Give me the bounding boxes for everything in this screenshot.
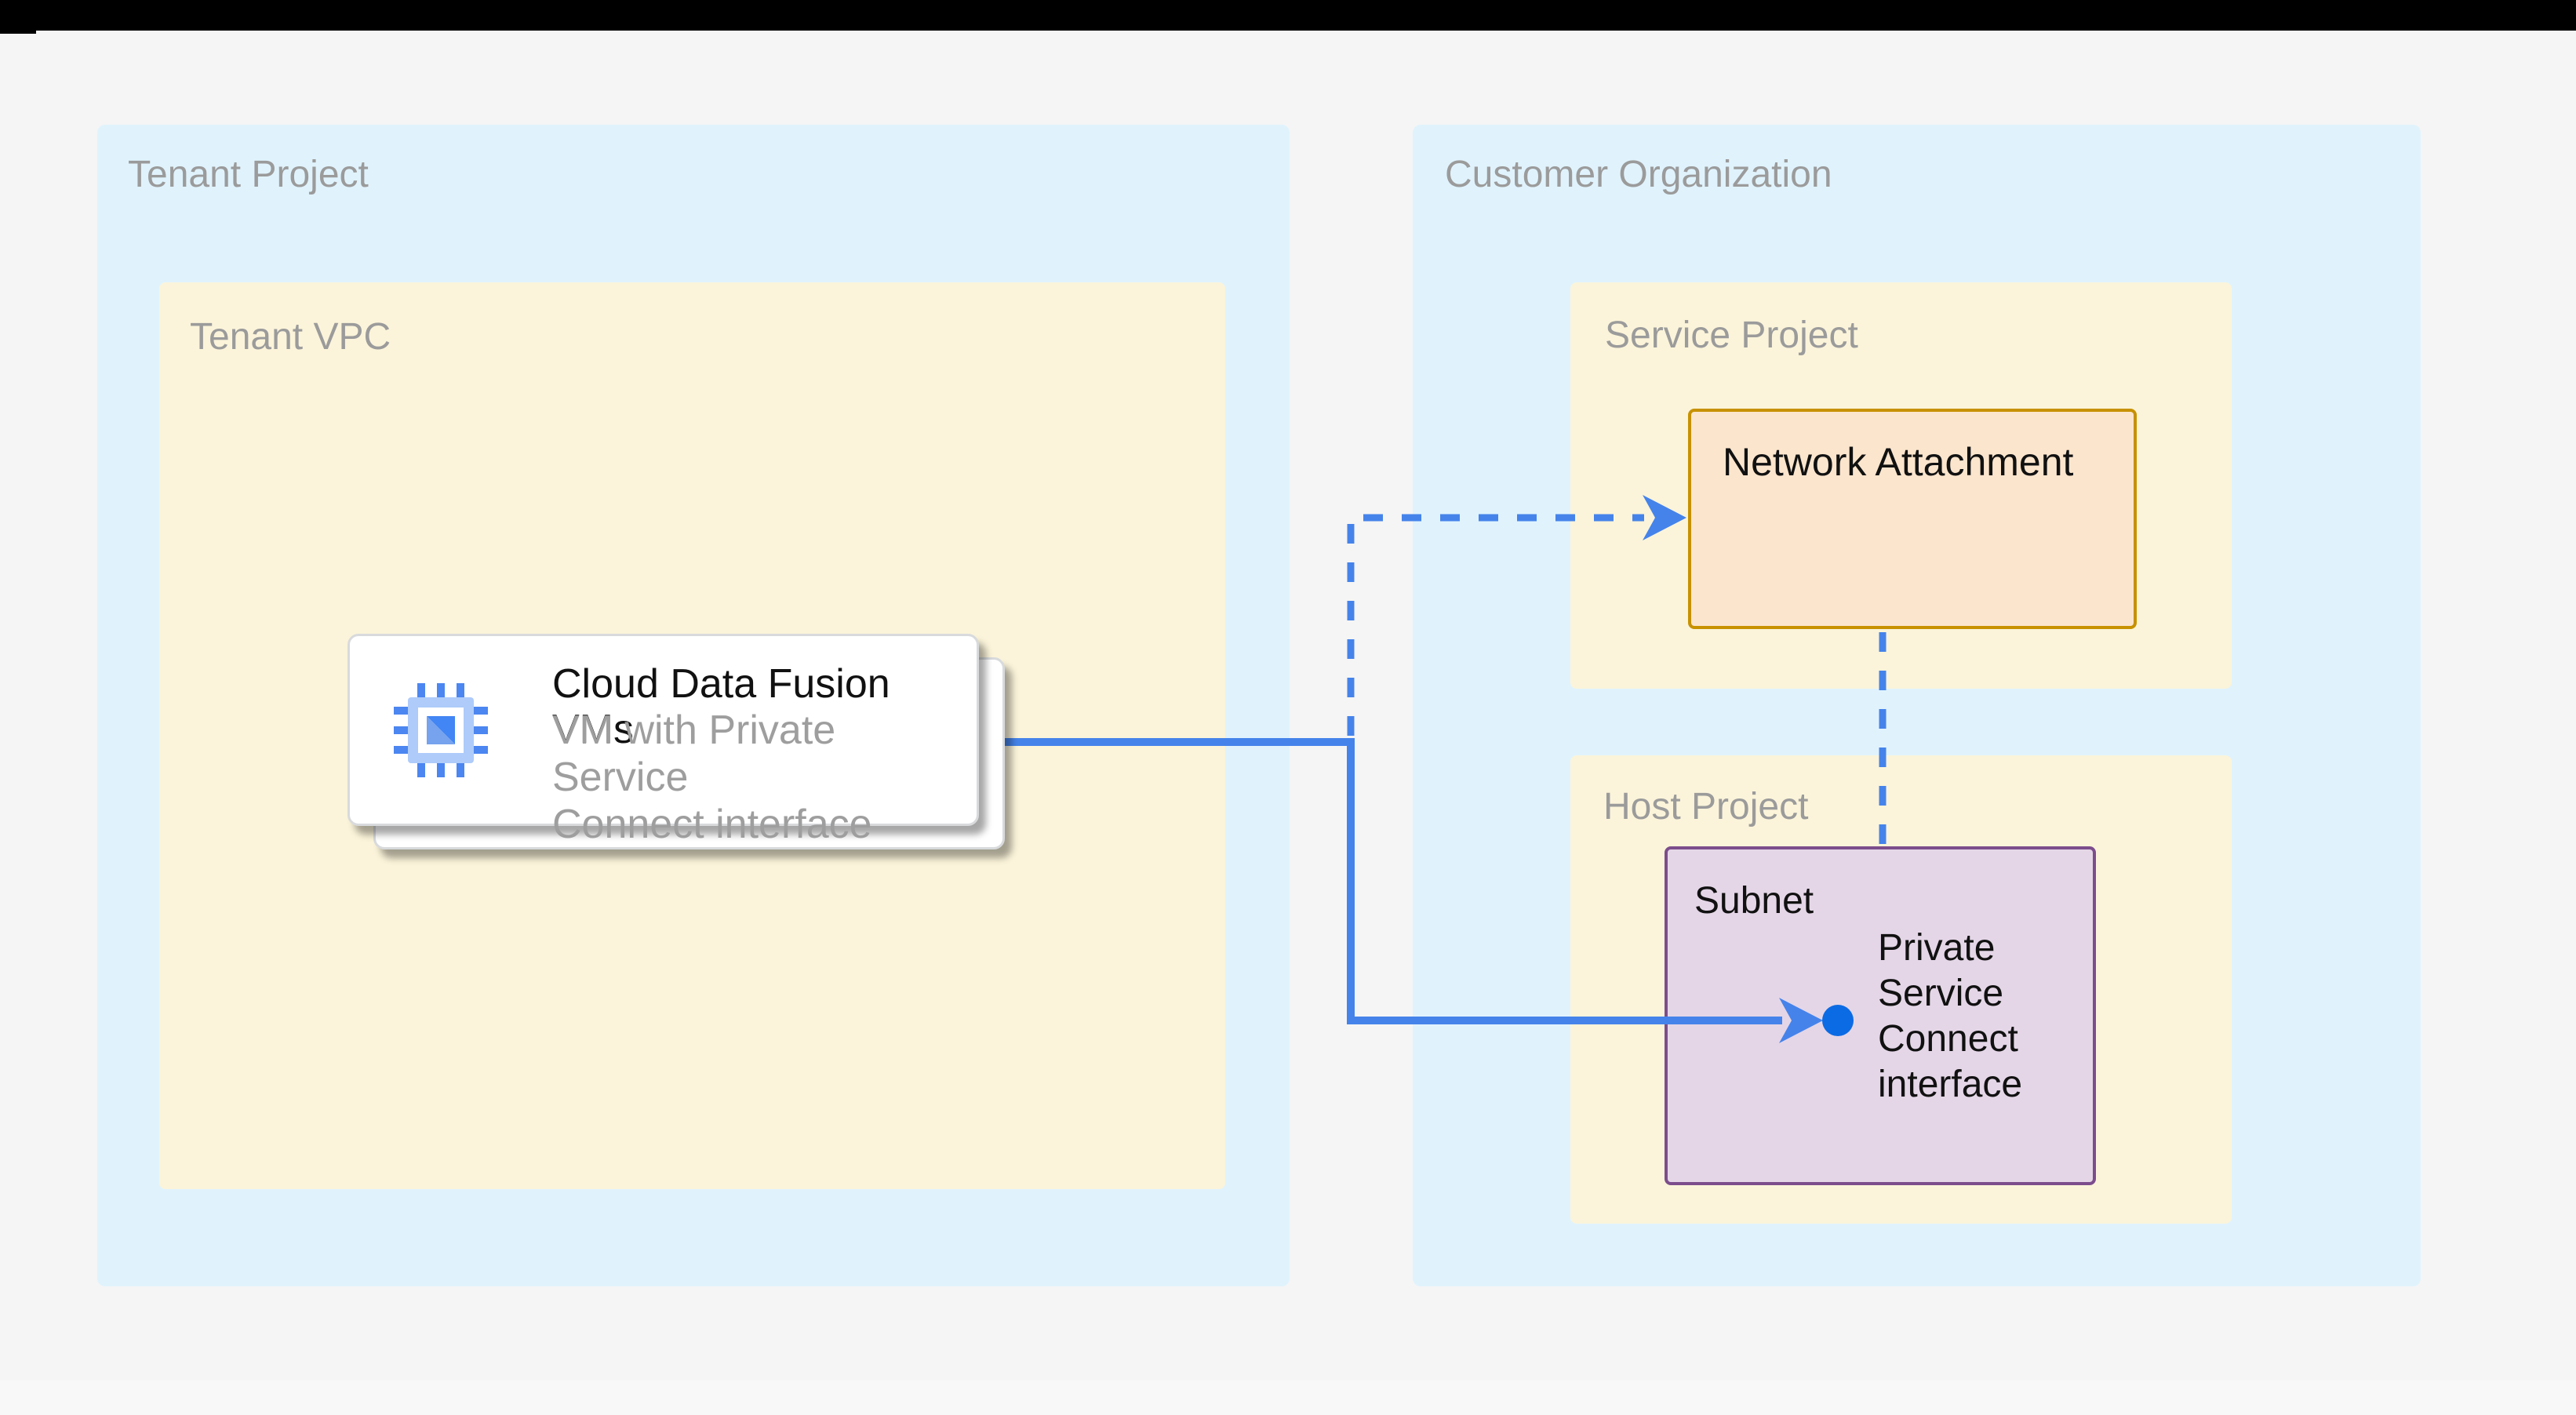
vm-card-subtitle: VM with Private Service Connect interfac… bbox=[552, 708, 872, 847]
subnet-label: Subnet bbox=[1694, 880, 1814, 922]
tenant-vpc-region: Tenant VPC bbox=[159, 282, 1225, 1189]
network-attachment-node: Network Attachment bbox=[1688, 409, 2137, 629]
psc-interface-label: Private Service Connect interface bbox=[1878, 927, 2023, 1105]
bottom-background-strip bbox=[0, 1380, 2576, 1415]
network-attachment-label: Network Attachment bbox=[1723, 440, 2074, 484]
vm-card-front: Cloud Data Fusion VMs VM with Private Se… bbox=[347, 634, 979, 847]
tenant-project-label: Tenant Project bbox=[128, 154, 369, 195]
chip-pins bbox=[394, 683, 488, 777]
vm-card-title: Cloud Data Fusion VMs bbox=[552, 661, 890, 752]
compute-engine-chip-icon bbox=[394, 683, 488, 777]
tenant-project-region: Tenant Project Tenant VPC bbox=[97, 125, 1290, 1286]
tenant-vpc-label: Tenant VPC bbox=[190, 316, 391, 358]
service-project-label: Service Project bbox=[1605, 315, 1858, 356]
window-top-bar bbox=[0, 0, 2576, 31]
host-project-label: Host Project bbox=[1603, 786, 1809, 828]
chip-core-light-triangle bbox=[427, 716, 455, 744]
customer-organization-label: Customer Organization bbox=[1445, 154, 1832, 195]
window-top-bar-notch bbox=[0, 31, 36, 34]
